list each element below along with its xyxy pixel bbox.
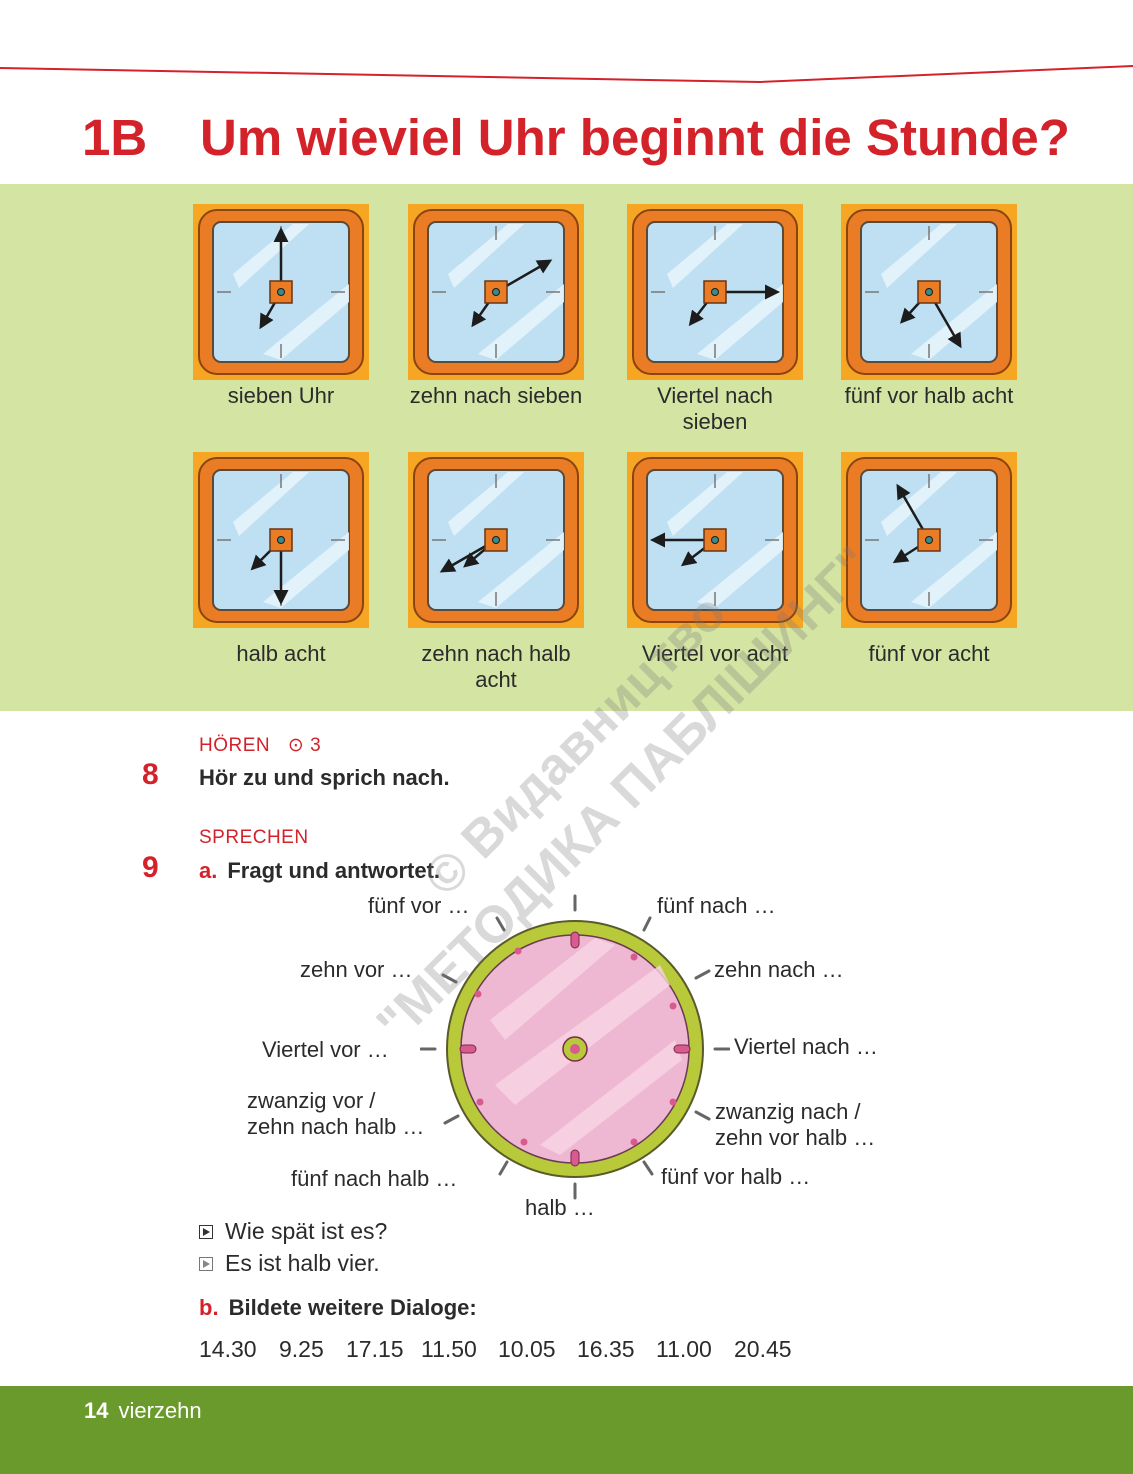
sprechen-label: SPRECHEN: [199, 827, 309, 848]
page-number-digit: 14: [84, 1398, 109, 1423]
header-rule: [0, 65, 1133, 84]
clock-caption: halb acht: [236, 641, 326, 666]
time-item: 10.05: [498, 1336, 556, 1362]
label-zehn-nach: zehn nach …: [714, 957, 844, 982]
label-zehn-vor: zehn vor …: [300, 957, 413, 982]
times-list: 14.30 9.25 17.15 11.50 10.05 16.35 11.00…: [199, 1336, 792, 1363]
dialog-question-text: Wie spät ist es?: [225, 1218, 388, 1244]
time-item: 17.15: [346, 1336, 404, 1362]
time-item: 9.25: [279, 1336, 324, 1362]
label-viertel-vor: Viertel vor …: [262, 1037, 389, 1062]
hoeren-label: HÖREN: [199, 735, 271, 756]
clock-4: [841, 204, 1017, 380]
exercise-8-instruction: Hör zu und sprich nach.: [199, 765, 450, 790]
clock-7: [627, 452, 803, 628]
unit-number: 1B: [82, 109, 148, 166]
speaker-b-icon: [199, 1256, 213, 1271]
clock-caption: fünf vor acht: [868, 641, 990, 666]
audio-track[interactable]: ⊙ 3: [287, 735, 322, 756]
clock-caption: zehn nach halb acht: [421, 641, 571, 692]
exercise-9b-instruction: b. Bildete weitere Dialoge:: [199, 1295, 477, 1321]
instruction-a-text: Fragt und antwortet.: [227, 858, 441, 883]
exercise-9a-instruction: a. Fragt und antwortet.: [199, 858, 440, 884]
exercise-8-number: 8: [142, 758, 159, 791]
time-item: 11.00: [656, 1336, 712, 1362]
clock-1: [193, 204, 369, 380]
dialog-answer-text: Es ist halb vier.: [225, 1250, 380, 1276]
sub-letter-a: a.: [199, 858, 218, 883]
clock-8: [841, 452, 1017, 628]
page-footer: [0, 1386, 1133, 1474]
clock-5: [193, 452, 369, 628]
clock-caption: Viertel nach sieben: [657, 383, 773, 434]
label-fuenf-nach-halb: fünf nach halb …: [291, 1166, 458, 1191]
speaker-a-icon: [199, 1224, 213, 1239]
label-fuenf-vor-halb: fünf vor halb …: [661, 1164, 811, 1189]
clock-3: [627, 204, 803, 380]
page-title: 1B Um wieviel Uhr beginnt die Stunde?: [82, 108, 1070, 172]
label-halb: halb …: [525, 1195, 595, 1220]
time-item: 16.35: [577, 1336, 635, 1362]
exercise-8-label: HÖREN ⊙ 3: [199, 734, 321, 757]
label-viertel-nach: Viertel nach …: [734, 1034, 878, 1059]
clock-caption: sieben Uhr: [227, 383, 335, 408]
exercise-9-number: 9: [142, 851, 159, 884]
label-zwanzig-vor-line2: zehn nach halb …: [247, 1114, 425, 1139]
time-item: 11.50: [421, 1336, 477, 1362]
label-zwanzig-nach: zwanzig nach / zehn vor halb …: [715, 1099, 875, 1151]
clock-2: [408, 204, 584, 380]
instruction-b-text: Bildete weitere Dialoge:: [228, 1295, 477, 1320]
clock-caption: Viertel vor acht: [641, 641, 789, 666]
dialog-question: Wie spät ist es?: [199, 1218, 387, 1245]
label-fuenf-vor: fünf vor …: [368, 893, 470, 918]
pink-clock: [420, 894, 730, 1200]
page-number-word: vierzehn: [118, 1398, 202, 1423]
label-zwanzig-vor-line1: zwanzig vor /: [247, 1088, 376, 1113]
dialog-answer: Es ist halb vier.: [199, 1250, 380, 1277]
label-zwanzig-nach-line2: zehn vor halb …: [715, 1125, 876, 1150]
label-zwanzig-nach-line1: zwanzig nach /: [715, 1099, 861, 1124]
time-item: 14.30: [199, 1336, 257, 1362]
clock-caption: fünf vor halb acht: [844, 383, 1014, 408]
clock-caption: zehn nach sieben: [409, 383, 583, 408]
time-item: 20.45: [734, 1336, 792, 1362]
sub-letter-b: b.: [199, 1295, 219, 1320]
title-text: Um wieviel Uhr beginnt die Stunde?: [200, 109, 1070, 166]
label-zwanzig-vor: zwanzig vor / zehn nach halb …: [247, 1088, 424, 1140]
label-fuenf-nach: fünf nach …: [657, 893, 776, 918]
page-number: 14 vierzehn: [84, 1398, 202, 1424]
clock-6: [408, 452, 584, 628]
